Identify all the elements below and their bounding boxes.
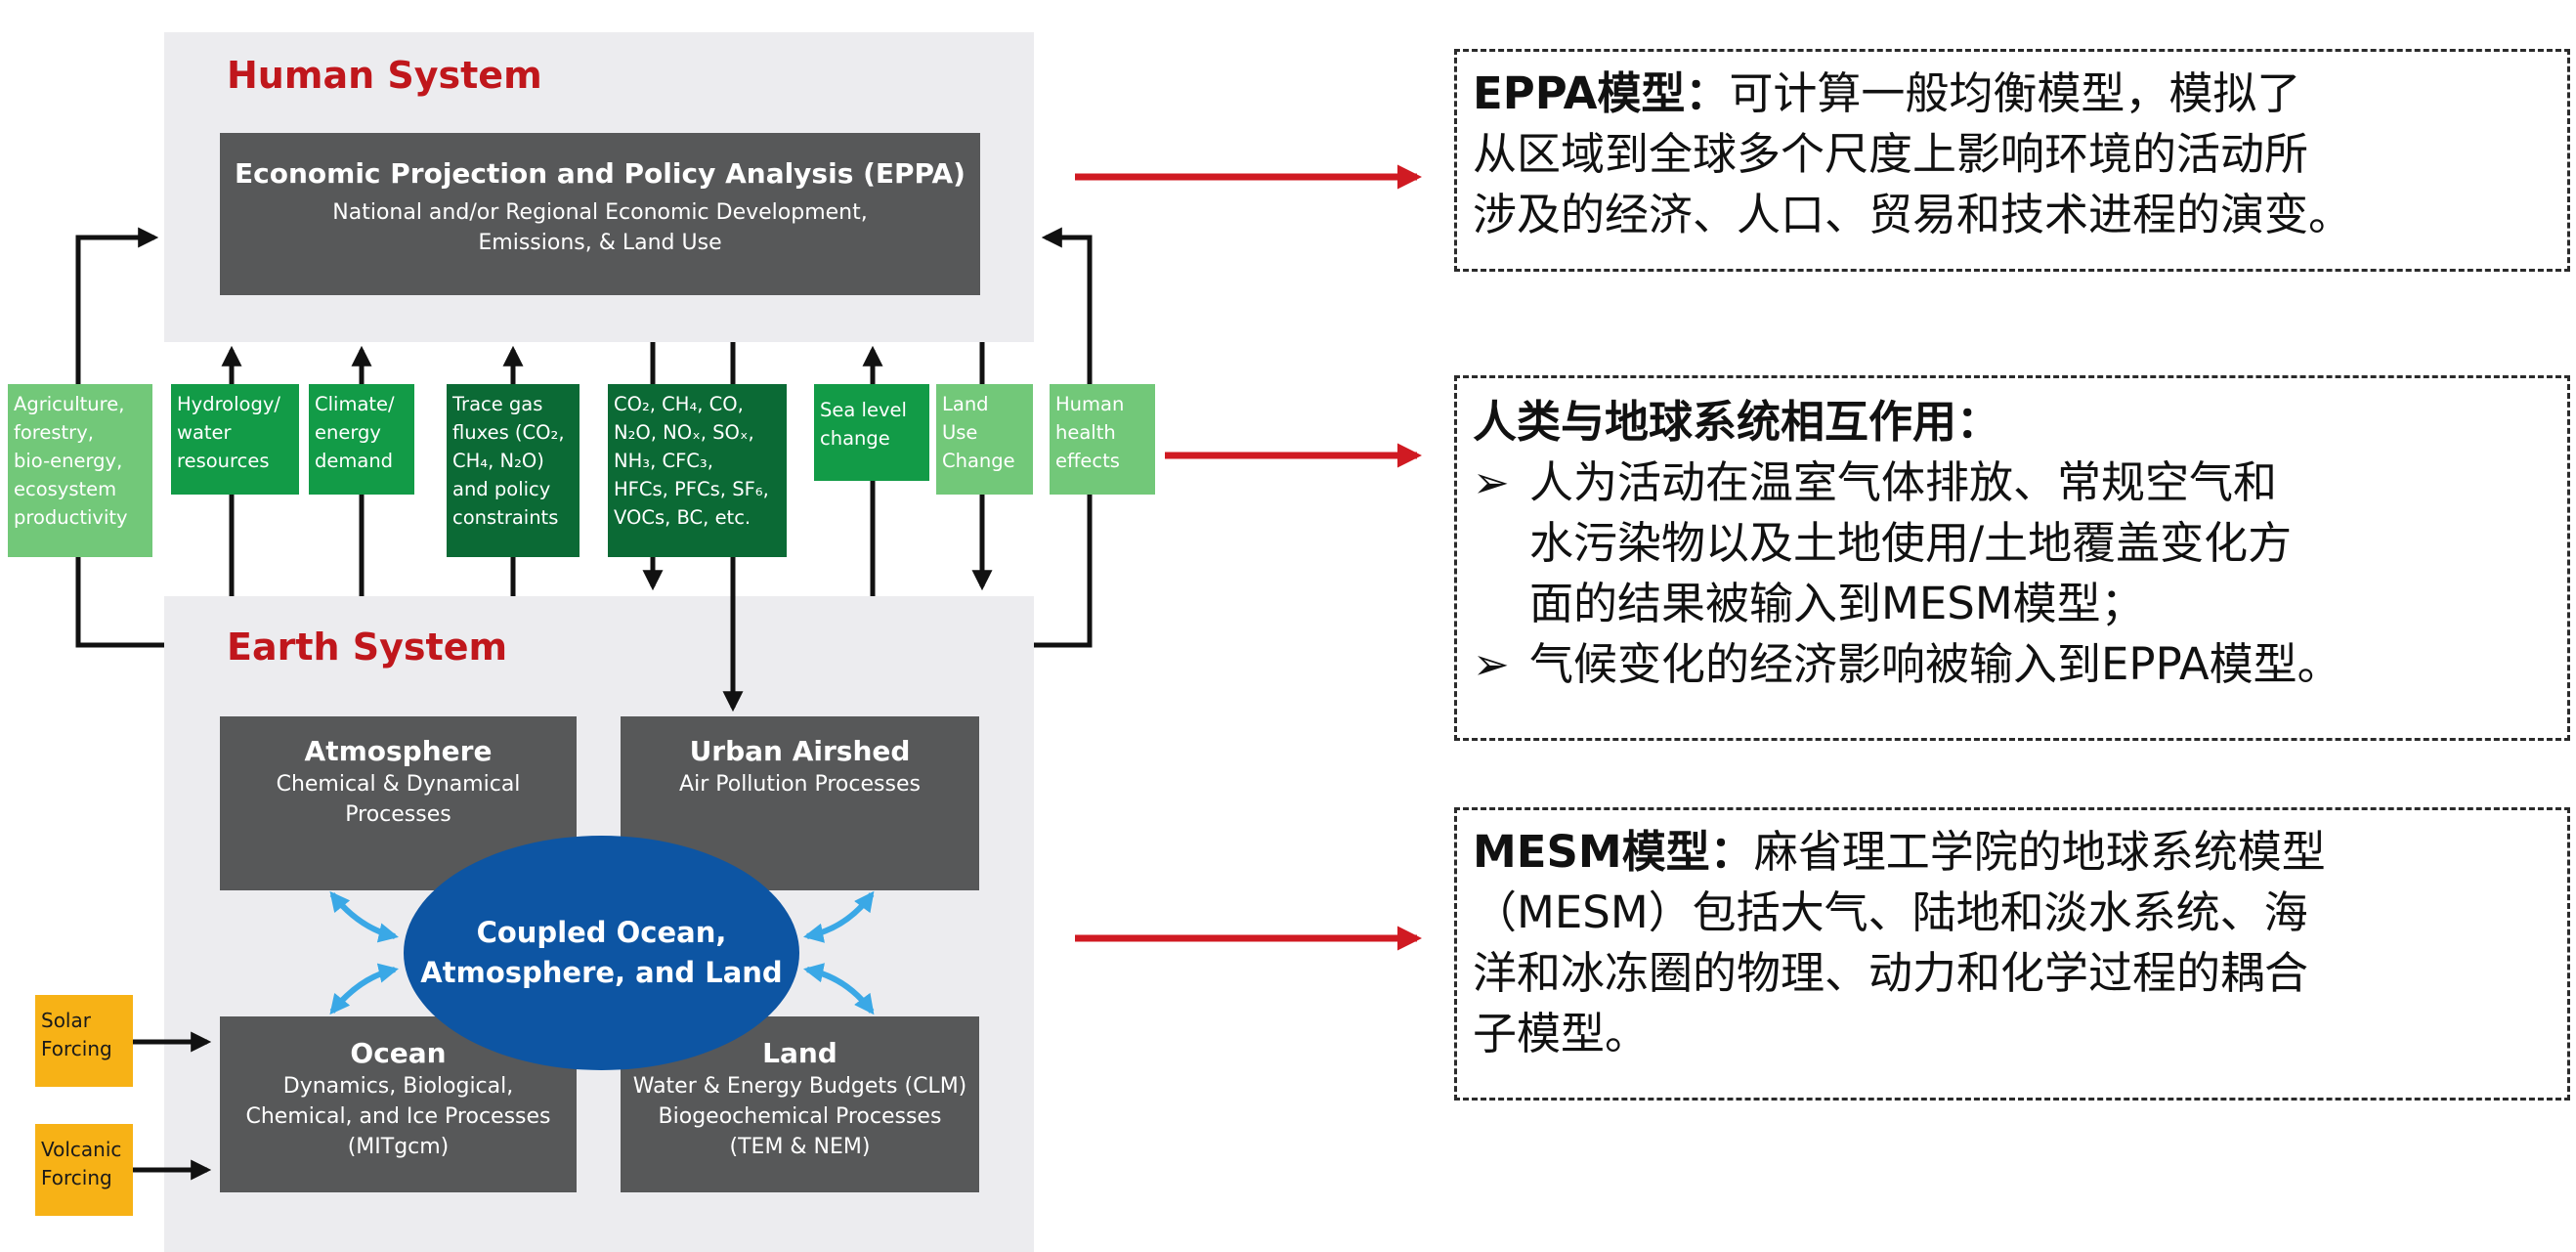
link-line: Sea level <box>820 399 907 421</box>
link-sea-level: Sea level change <box>814 384 929 481</box>
link-line: health <box>1055 421 1116 444</box>
blue-arrow-land <box>802 963 875 1015</box>
link-line: Trace gas <box>452 393 543 415</box>
urban-airshed-title: Urban Airshed <box>689 735 911 767</box>
note-interaction-text: 面的结果被输入到MESM模型； <box>1529 578 2145 629</box>
link-line: Land <box>942 393 989 415</box>
atmosphere-title: Atmosphere <box>304 735 493 767</box>
land-line: Biogeochemical Processes <box>658 1104 942 1129</box>
blue-arrow-urban <box>802 890 875 943</box>
link-line: VOCs, BC, etc. <box>614 506 751 529</box>
note-interaction-text: 人为活动在温室气体排放、常规空气和 <box>1529 456 2278 508</box>
bullet-arrow-icon: ➢ <box>1473 456 1510 508</box>
link-line: N₂O, NOₓ, SOₓ, <box>614 421 754 444</box>
note-mesm-label: MESM模型： <box>1473 826 1754 878</box>
link-line: Hydrology/ <box>177 393 280 415</box>
land-line: (TEM & NEM) <box>729 1135 871 1159</box>
link-trace-gas: Trace gas fluxes (CO₂, CH₄, N₂O) and pol… <box>447 384 580 557</box>
ocean-line: Dynamics, Biological, <box>282 1074 514 1099</box>
note-mesm-text: （MESM）包括大气、陆地和淡水系统、海 <box>1473 886 2308 938</box>
link-line: productivity <box>14 506 128 529</box>
link-line: ecosystem <box>14 478 117 500</box>
bullet-arrow-icon: ➢ <box>1473 638 1510 690</box>
coupled-line1: Coupled Ocean, <box>476 916 727 949</box>
link-line: fluxes (CO₂, <box>452 421 565 444</box>
note-eppa-text: 可计算一般均衡模型，模拟了 <box>1729 67 2301 119</box>
note-interaction-bullet: ➢ 人为活动在温室气体排放、常规空气和 水污染物以及土地使用/土地覆盖变化方 面… <box>1473 453 2567 634</box>
link-hydrology: Hydrology/ water resources <box>171 384 299 495</box>
link-line: HFCs, PFCs, SF₆, <box>614 478 769 500</box>
eppa-box: Economic Projection and Policy Analysis … <box>220 133 980 295</box>
link-line: and policy <box>452 478 551 500</box>
atmosphere-line: Chemical & Dynamical <box>276 772 521 797</box>
ocean-line: (MITgcm) <box>347 1135 450 1159</box>
note-eppa-label: EPPA模型： <box>1473 67 1730 119</box>
note-mesm: MESM模型：麻省理工学院的地球系统模型 （MESM）包括大气、陆地和淡水系统、… <box>1454 807 2570 1101</box>
link-line: Change <box>942 450 1015 472</box>
link-line: CH₄, N₂O) <box>452 450 544 472</box>
eppa-box-subtitle-line1: National and/or Regional Economic Develo… <box>332 200 868 225</box>
land-title: Land <box>762 1037 837 1069</box>
link-line: NH₃, CFC₃, <box>614 450 713 472</box>
eppa-box-subtitle-line2: Emissions, & Land Use <box>478 231 722 255</box>
link-line: Use <box>942 421 978 444</box>
link-climate: Climate/ energy demand <box>309 384 414 495</box>
ocean-box: Ocean Dynamics, Biological, Chemical, an… <box>220 1016 577 1192</box>
link-line: constraints <box>452 506 559 529</box>
atmosphere-line: Processes <box>345 802 451 827</box>
link-human-health: Human health effects <box>1050 384 1155 495</box>
ocean-line: Chemical, and Ice Processes <box>245 1104 551 1129</box>
note-mesm-text: 洋和冰冻圈的物理、动力和化学过程的耦合 <box>1473 947 2309 999</box>
coupled-ellipse: Coupled Ocean, Atmosphere, and Land <box>404 836 799 1070</box>
note-eppa-text: 从区域到全球多个尺度上影响环境的活动所 <box>1473 128 2309 180</box>
ocean-title: Ocean <box>350 1037 447 1069</box>
link-line: energy <box>315 421 381 444</box>
note-eppa-text: 涉及的经济、人口、贸易和技术进程的演变。 <box>1473 189 2353 240</box>
note-interaction-text: 水污染物以及土地使用/土地覆盖变化方 <box>1529 517 2293 569</box>
human-system-title: Human System <box>227 54 542 97</box>
forcing-line: Forcing <box>41 1166 112 1189</box>
link-line: Climate/ <box>315 393 395 415</box>
forcing-line: Forcing <box>41 1037 112 1060</box>
link-line: effects <box>1055 450 1120 472</box>
eppa-box-title: Economic Projection and Policy Analysis … <box>235 157 966 190</box>
volcanic-forcing-box: Volcanic Forcing <box>35 1124 133 1216</box>
forcing-line: Volcanic <box>41 1138 122 1161</box>
urban-airshed-line: Air Pollution Processes <box>679 772 921 797</box>
link-line: Human <box>1055 393 1125 415</box>
solar-forcing-box: Solar Forcing <box>35 995 133 1087</box>
blue-arrow-atmosphere <box>329 890 399 943</box>
link-line: CO₂, CH₄, CO, <box>614 393 744 415</box>
link-agriculture: Agriculture, forestry, bio-energy, ecosy… <box>8 384 152 557</box>
coupled-line2: Atmosphere, and Land <box>420 956 783 989</box>
link-line: Agriculture, <box>14 393 125 415</box>
note-interaction-label: 人类与地球系统相互作用： <box>1473 396 2001 448</box>
link-line: water <box>177 421 232 444</box>
link-line: change <box>820 427 890 450</box>
link-line: demand <box>315 450 394 472</box>
note-interaction-text: 气候变化的经济影响被输入到EPPA模型。 <box>1529 638 2341 690</box>
blue-arrow-ocean <box>329 963 399 1015</box>
earth-system-title: Earth System <box>227 626 508 669</box>
note-mesm-text: 子模型。 <box>1473 1008 1650 1059</box>
note-interaction: 人类与地球系统相互作用： ➢ 人为活动在温室气体排放、常规空气和 水污染物以及土… <box>1454 375 2570 741</box>
note-interaction-bullet: ➢ 气候变化的经济影响被输入到EPPA模型。 <box>1473 634 2567 695</box>
forcing-line: Solar <box>41 1009 91 1032</box>
note-eppa: EPPA模型：可计算一般均衡模型，模拟了 从区域到全球多个尺度上影响环境的活动所… <box>1454 49 2570 272</box>
link-land-use: Land Use Change <box>936 384 1033 495</box>
link-line: bio-energy, <box>14 450 123 472</box>
link-line: resources <box>177 450 270 472</box>
land-line: Water & Energy Budgets (CLM) <box>632 1074 967 1099</box>
link-line: forestry, <box>14 421 94 444</box>
link-emissions: CO₂, CH₄, CO, N₂O, NOₓ, SOₓ, NH₃, CFC₃, … <box>608 384 787 557</box>
note-mesm-text: 麻省理工学院的地球系统模型 <box>1753 826 2326 878</box>
